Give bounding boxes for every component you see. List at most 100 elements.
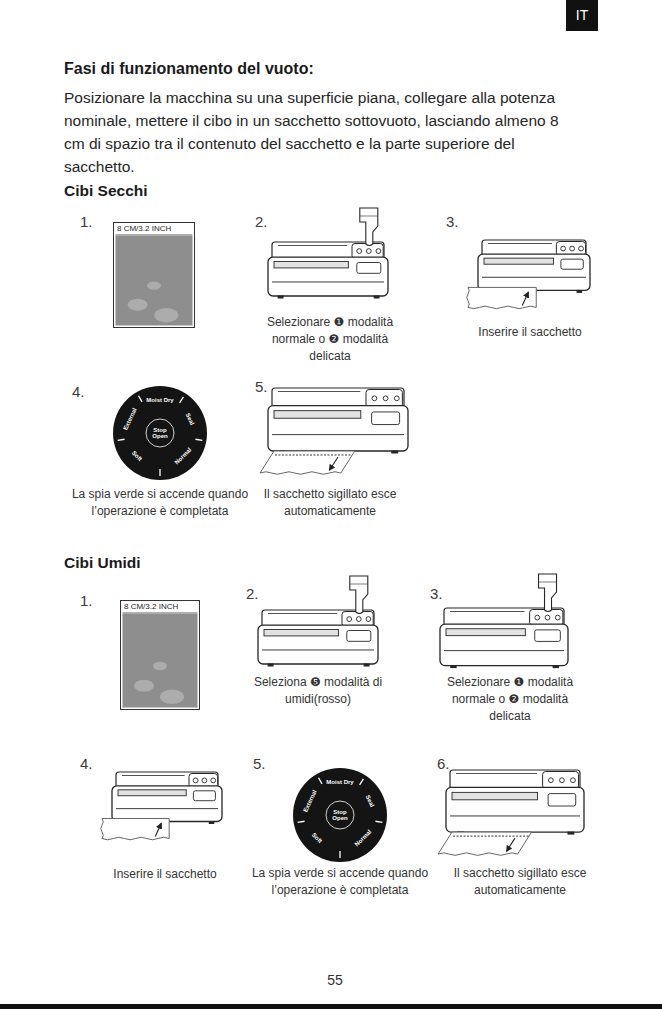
seal-line [275, 455, 352, 456]
seal-line [453, 836, 529, 837]
bag-slot [264, 629, 338, 635]
lid-edge [278, 391, 360, 392]
bag-inserting [467, 287, 536, 308]
front-window [193, 791, 215, 801]
fill-line [123, 613, 198, 614]
page-title: Fasi di funzionamento del vuoto: [64, 60, 314, 78]
fill-line-label: 8 CM/3.2 INCH [117, 224, 171, 233]
panel-button [579, 246, 584, 251]
bag-slot [274, 261, 348, 267]
control-panel [366, 390, 402, 408]
bag-sheet [101, 819, 169, 840]
bag-slot [274, 411, 361, 419]
step-caption: Inserire il sacchetto [90, 866, 240, 883]
pointing-hand [539, 574, 557, 612]
section-heading: Cibi Umidi [64, 554, 264, 572]
vacuum-sealer [440, 574, 568, 668]
step-number: 1. [80, 213, 110, 230]
bottom-rule [0, 1004, 662, 1009]
step-number: 2. [255, 213, 285, 230]
dial-tick [319, 778, 323, 784]
dial-tick [195, 439, 202, 440]
step-caption: Il sacchetto sigillato esce automaticame… [260, 486, 400, 520]
vacuum-bag: 8 CM/3.2 INCH [120, 600, 200, 710]
bag-slot [484, 258, 553, 264]
control-panel [352, 244, 383, 259]
vacuum-bag: 8 CM/3.2 INCH [113, 222, 195, 328]
bag-inserting [101, 819, 169, 840]
bag-content [123, 614, 198, 708]
bag-content [116, 236, 193, 326]
dial-tick [375, 821, 382, 822]
dial-tick [298, 821, 305, 822]
panel-button [372, 396, 377, 401]
center-button [146, 419, 174, 447]
dial-tick [159, 469, 160, 476]
pointing-hand [360, 208, 378, 246]
foot [209, 821, 215, 824]
dial-tick [360, 779, 364, 785]
step-number: 1. [80, 592, 110, 609]
panel-button [535, 615, 540, 620]
sealer-body [268, 406, 408, 451]
bag-slot [118, 790, 186, 796]
page-number: 55 [315, 972, 355, 988]
panel-button [366, 617, 371, 622]
step-caption: Seleziona ❺ modalità di umidi(rosso) [253, 674, 383, 708]
dial-label: Stop Open [329, 809, 351, 822]
step-caption: Inserire il sacchetto [455, 324, 605, 341]
vacuum-sealer [260, 388, 408, 474]
panel-button [548, 778, 553, 783]
node-shape [113, 222, 195, 328]
panel-button [383, 396, 388, 401]
insert-arrow [522, 292, 528, 305]
center-button [326, 801, 354, 829]
sealer-body [440, 624, 568, 665]
sealer-body [258, 625, 378, 664]
sealer-body [478, 254, 590, 290]
bag-outline [114, 223, 195, 328]
dial-tick [339, 851, 340, 858]
dial-label: Stop Open [149, 427, 171, 440]
hand-crease [539, 582, 557, 583]
step-number: 5. [255, 378, 285, 395]
foot [364, 664, 370, 667]
vacuum-sealer [258, 576, 378, 667]
sealer-body [112, 786, 222, 822]
fill-line [116, 235, 193, 236]
bag-highlight [128, 299, 148, 311]
front-window [548, 794, 576, 806]
panel-button [560, 778, 565, 783]
bag-slot [452, 792, 538, 799]
bag-highlight [160, 690, 184, 704]
bag-exiting [438, 832, 532, 855]
foot [553, 665, 559, 668]
language-code: IT [566, 0, 598, 31]
panel-button [356, 617, 361, 622]
panel-button [571, 778, 576, 783]
lid-edge [122, 775, 185, 776]
hand-outline [360, 208, 378, 246]
bag-slot [446, 629, 525, 636]
control-dial: Moist DrySealNormalSoftExternalStop Open [292, 767, 388, 863]
step-caption: La spia verde si accende quando l’operaz… [240, 865, 440, 899]
dial-face [293, 768, 387, 862]
control-dial: Moist DrySealNormalSoftExternalStop Open [112, 385, 208, 481]
step-caption: Selezionare ❶ modalità normale o ❷ modal… [435, 674, 585, 725]
step-number: 2. [246, 585, 276, 602]
front-groove [444, 650, 564, 651]
dial-label: Moist Dry [326, 779, 353, 785]
hand-outline [350, 576, 368, 614]
panel-button [376, 249, 381, 254]
front-groove [262, 649, 374, 650]
tab-fill [566, 0, 598, 31]
foot [450, 665, 456, 668]
sealer-body [268, 257, 388, 296]
dial-tick [118, 439, 125, 440]
step-number: 5. [253, 755, 283, 772]
lid-edge [488, 243, 552, 244]
panel-button [394, 396, 399, 401]
panel-button [193, 778, 198, 783]
panel-button [357, 249, 362, 254]
